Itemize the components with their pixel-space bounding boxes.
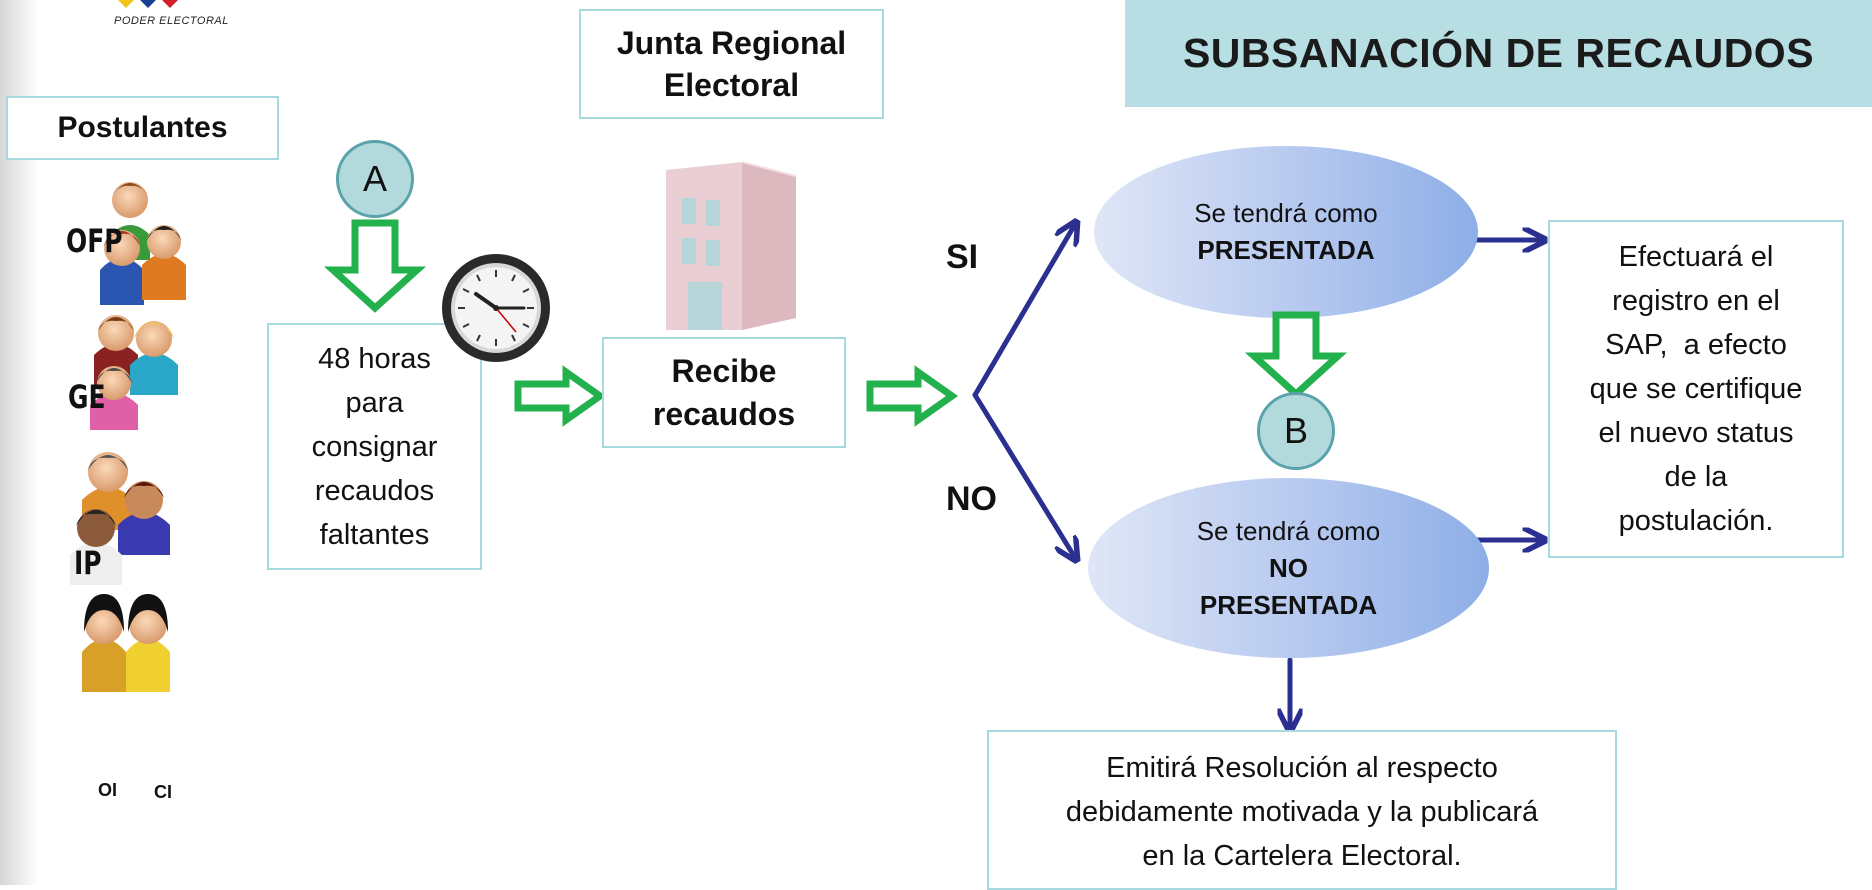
step-b-text: B	[1283, 410, 1308, 451]
people-figures	[70, 182, 186, 692]
resolucion-line: Emitirá Resolución al respecto	[1106, 752, 1498, 784]
no-presentada-value: NO	[1269, 552, 1308, 583]
postulantes-text: Postulantes	[57, 111, 228, 144]
si-branch-arrow-icon	[972, 226, 1074, 398]
ge-people-icon	[90, 315, 178, 430]
deadline-line: faltantes	[319, 518, 430, 551]
clock-icon	[442, 254, 550, 362]
no-branch-arrow-icon	[972, 392, 1074, 556]
step-a-text: A	[362, 158, 387, 199]
junta-line: Junta Regional	[616, 25, 847, 61]
presentada-outcome: Se tendrá como PRESENTADA	[1094, 146, 1478, 318]
green-right-arrow-icon	[866, 365, 959, 427]
oi-ci-people-icon	[82, 594, 170, 692]
efectuara-line: el nuevo status	[1598, 417, 1794, 449]
postulantes-label: Postulantes	[6, 96, 279, 160]
junta-regional-box: Junta Regional Electoral	[579, 9, 884, 119]
recibe-recaudos-box: Recibe recaudos	[602, 337, 846, 448]
deadline-box: 48 horas para consignar recaudos faltant…	[267, 323, 482, 570]
building-icon	[666, 161, 797, 330]
efectuara-line: postulación.	[1618, 505, 1774, 537]
group-label-ofp: OFP	[66, 222, 123, 260]
group-label-ci: CI	[154, 782, 172, 802]
efectuara-line: SAP, a efecto	[1605, 329, 1787, 361]
junta-line: Electoral	[663, 67, 800, 103]
deadline-line: 48 horas	[318, 342, 431, 375]
logo: PODER ELECTORAL	[112, 0, 272, 30]
resolucion-line: en la Cartelera Electoral.	[1142, 840, 1462, 872]
green-down-arrow-icon	[323, 219, 427, 313]
green-down-arrow-icon	[1244, 311, 1348, 399]
green-right-arrow-icon	[514, 365, 607, 427]
group-label-ip: IP	[74, 544, 102, 582]
efectuara-line: de la	[1664, 461, 1728, 493]
group-label-ge: GE	[68, 378, 106, 416]
resolucion-box: Emitirá Resolución al respecto debidamen…	[987, 730, 1617, 890]
efectuara-line: que se certifique	[1589, 373, 1803, 405]
step-a-marker: A	[336, 140, 414, 218]
recibe-line: recaudos	[652, 395, 796, 432]
ofp-people-icon	[100, 182, 186, 305]
deadline-line: consignar	[311, 430, 438, 463]
presentada-prefix: Se tendrá como	[1194, 198, 1378, 228]
no-presentada-outcome: Se tendrá como NO PRESENTADA	[1088, 478, 1489, 658]
page-title: SUBSANACIÓN DE RECAUDOS	[1125, 0, 1872, 107]
ip-people-icon	[70, 452, 170, 585]
deadline-line: para	[345, 386, 404, 419]
logo-mark-icon	[118, 0, 178, 8]
step-b-marker: B	[1257, 392, 1335, 470]
recibe-line: Recibe	[671, 352, 777, 389]
si-label: SI	[946, 238, 979, 276]
resolucion-line: debidamente motivada y la publicará	[1065, 796, 1539, 828]
presentada-value: PRESENTADA	[1197, 235, 1375, 265]
no-label: NO	[946, 480, 997, 518]
no-presentada-value: PRESENTADA	[1199, 589, 1378, 620]
efectuara-line: registro en el	[1612, 285, 1780, 317]
efectuara-box: Efectuará el registro en el SAP, a efect…	[1548, 220, 1844, 558]
logo-text: PODER ELECTORAL	[114, 15, 229, 27]
group-label-oi: OI	[98, 780, 118, 800]
no-presentada-prefix: Se tendrá como	[1196, 515, 1381, 546]
efectuara-line: Efectuará el	[1618, 241, 1774, 273]
deadline-line: recaudos	[314, 474, 435, 507]
